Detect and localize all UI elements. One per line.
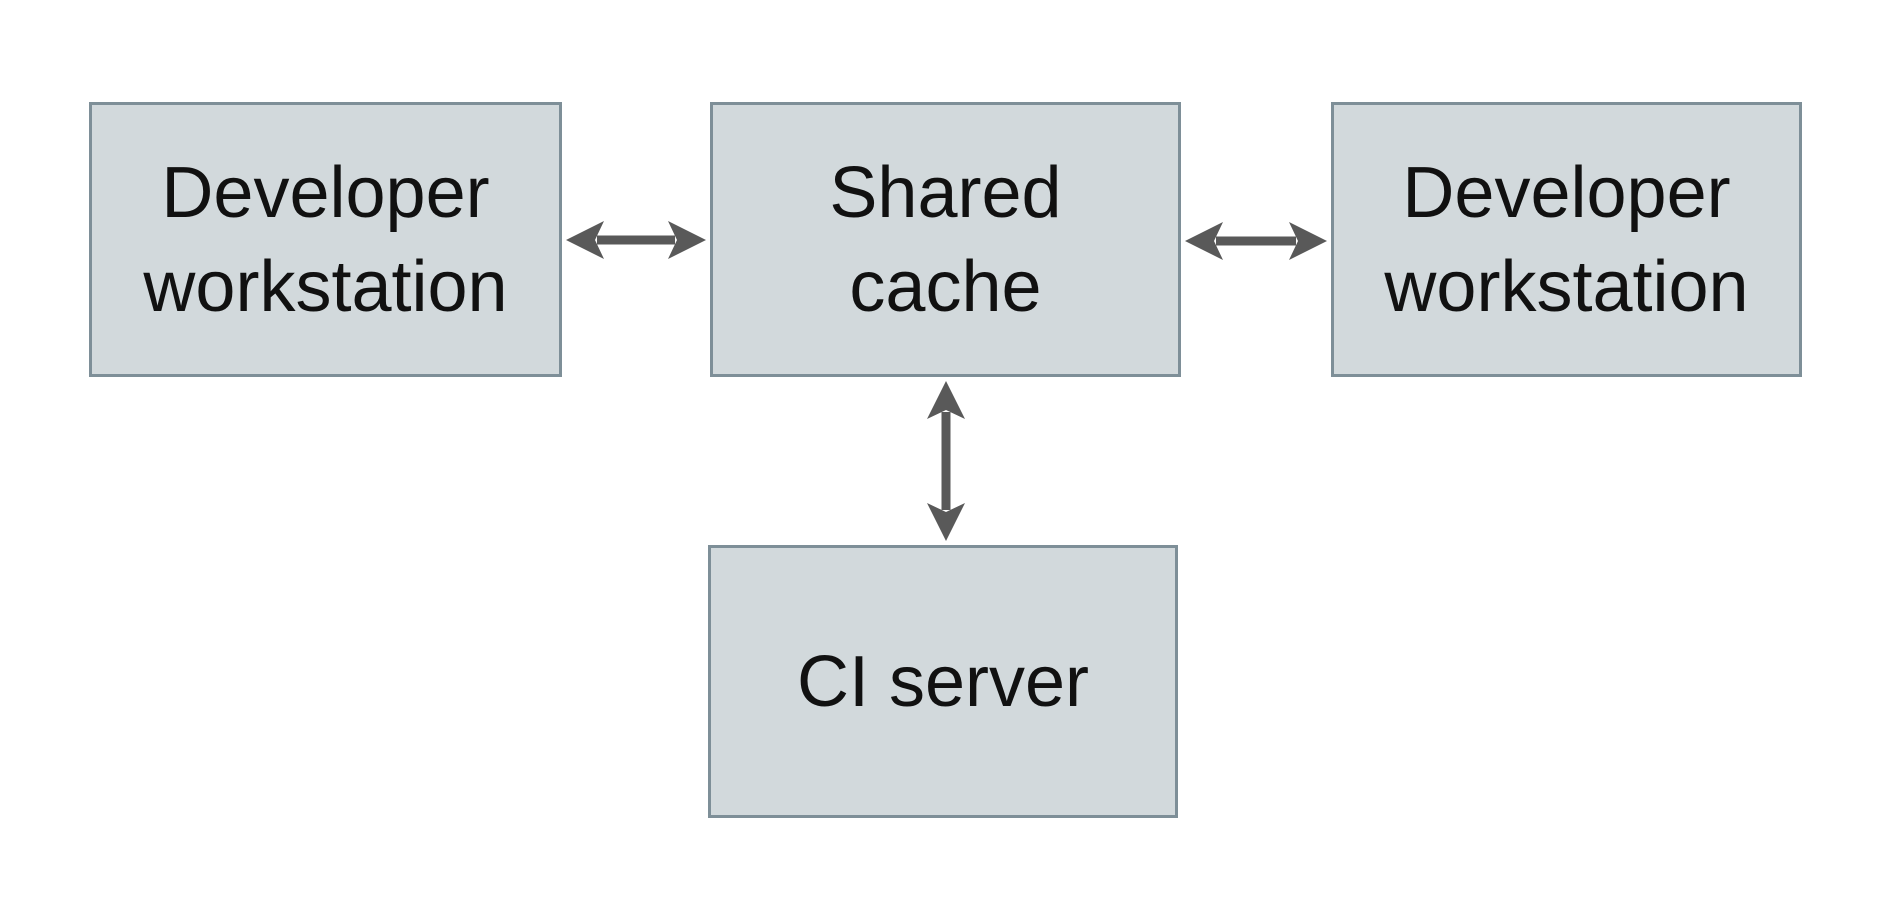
node-label: Shared cache — [829, 152, 1062, 327]
node-label: Developer workstation — [143, 152, 508, 327]
arrow-cache-devright — [1185, 222, 1327, 260]
node-label: CI server — [796, 641, 1090, 722]
node-developer-workstation-right: Developer workstation — [1331, 102, 1802, 377]
arrow-devleft-cache — [566, 221, 706, 259]
node-label: Developer workstation — [1384, 152, 1749, 327]
node-developer-workstation-left: Developer workstation — [89, 102, 562, 377]
node-ci-server: CI server — [708, 545, 1178, 818]
arrow-cache-ciserver — [927, 381, 965, 541]
node-shared-cache: Shared cache — [710, 102, 1181, 377]
